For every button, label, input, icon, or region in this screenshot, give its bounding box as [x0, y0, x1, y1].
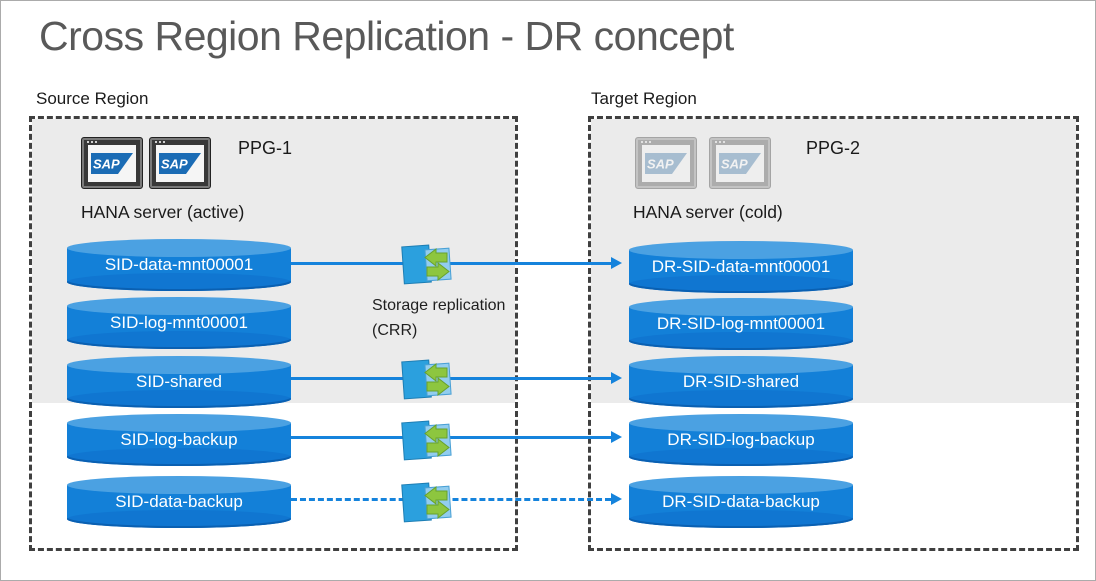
storage-replication-caption-line1: Storage replication	[372, 297, 506, 314]
sap-logo-icon: SAP	[716, 145, 764, 182]
sap-app-icon: SAP	[149, 137, 211, 189]
replication-arrow-shared	[291, 372, 622, 384]
source-ppg-label: PPG-1	[238, 138, 293, 158]
storage-replication-icon	[401, 244, 452, 285]
svg-text:SAP: SAP	[161, 157, 188, 172]
volume-dr-sid-log-mnt00001: DR-SID-log-mnt00001	[629, 298, 853, 350]
volume-sid-data-mnt00001: SID-data-mnt00001	[67, 239, 291, 291]
svg-text:SAP: SAP	[93, 157, 120, 172]
volume-dr-sid-log-backup: DR-SID-log-backup	[629, 414, 853, 466]
storage-replication-icon	[401, 482, 452, 523]
window-controls-icon	[155, 141, 165, 143]
source-server-label: HANA server (active)	[81, 202, 245, 222]
window-controls-icon	[715, 141, 725, 143]
volume-dr-sid-data-backup: DR-SID-data-backup	[629, 476, 853, 528]
volume-dr-sid-data-mnt00001: DR-SID-data-mnt00001	[629, 241, 853, 293]
replication-arrow-log-backup	[291, 431, 622, 443]
sap-logo-icon: SAP	[156, 145, 204, 182]
window-controls-icon	[641, 141, 651, 143]
svg-text:SAP: SAP	[721, 157, 748, 172]
sap-app-icon: SAP	[81, 137, 143, 189]
sap-logo-icon: SAP	[642, 145, 690, 182]
source-region-label: Source Region	[36, 89, 149, 108]
volume-sid-shared: SID-shared	[67, 356, 291, 408]
page-title: Cross Region Replication - DR concept	[39, 13, 734, 59]
target-ppg-label: PPG-2	[806, 138, 861, 158]
storage-replication-icon	[401, 420, 452, 461]
target-server-label: HANA server (cold)	[633, 202, 783, 222]
window-controls-icon	[87, 141, 97, 143]
volume-sid-log-mnt00001: SID-log-mnt00001	[67, 297, 291, 349]
sap-app-icon-cold: SAP	[709, 137, 771, 189]
volume-sid-log-backup: SID-log-backup	[67, 414, 291, 466]
storage-replication-icon	[401, 359, 452, 400]
sap-logo-icon: SAP	[88, 145, 136, 182]
sap-app-icon-cold: SAP	[635, 137, 697, 189]
svg-text:SAP: SAP	[647, 157, 674, 172]
replication-arrow-data-backup-dashed	[291, 493, 622, 505]
target-region-label: Target Region	[591, 89, 697, 108]
replication-arrow-data	[291, 257, 622, 269]
volume-sid-data-backup: SID-data-backup	[67, 476, 291, 528]
storage-replication-caption-line2: (CRR)	[372, 322, 418, 339]
volume-dr-sid-shared: DR-SID-shared	[629, 356, 853, 408]
